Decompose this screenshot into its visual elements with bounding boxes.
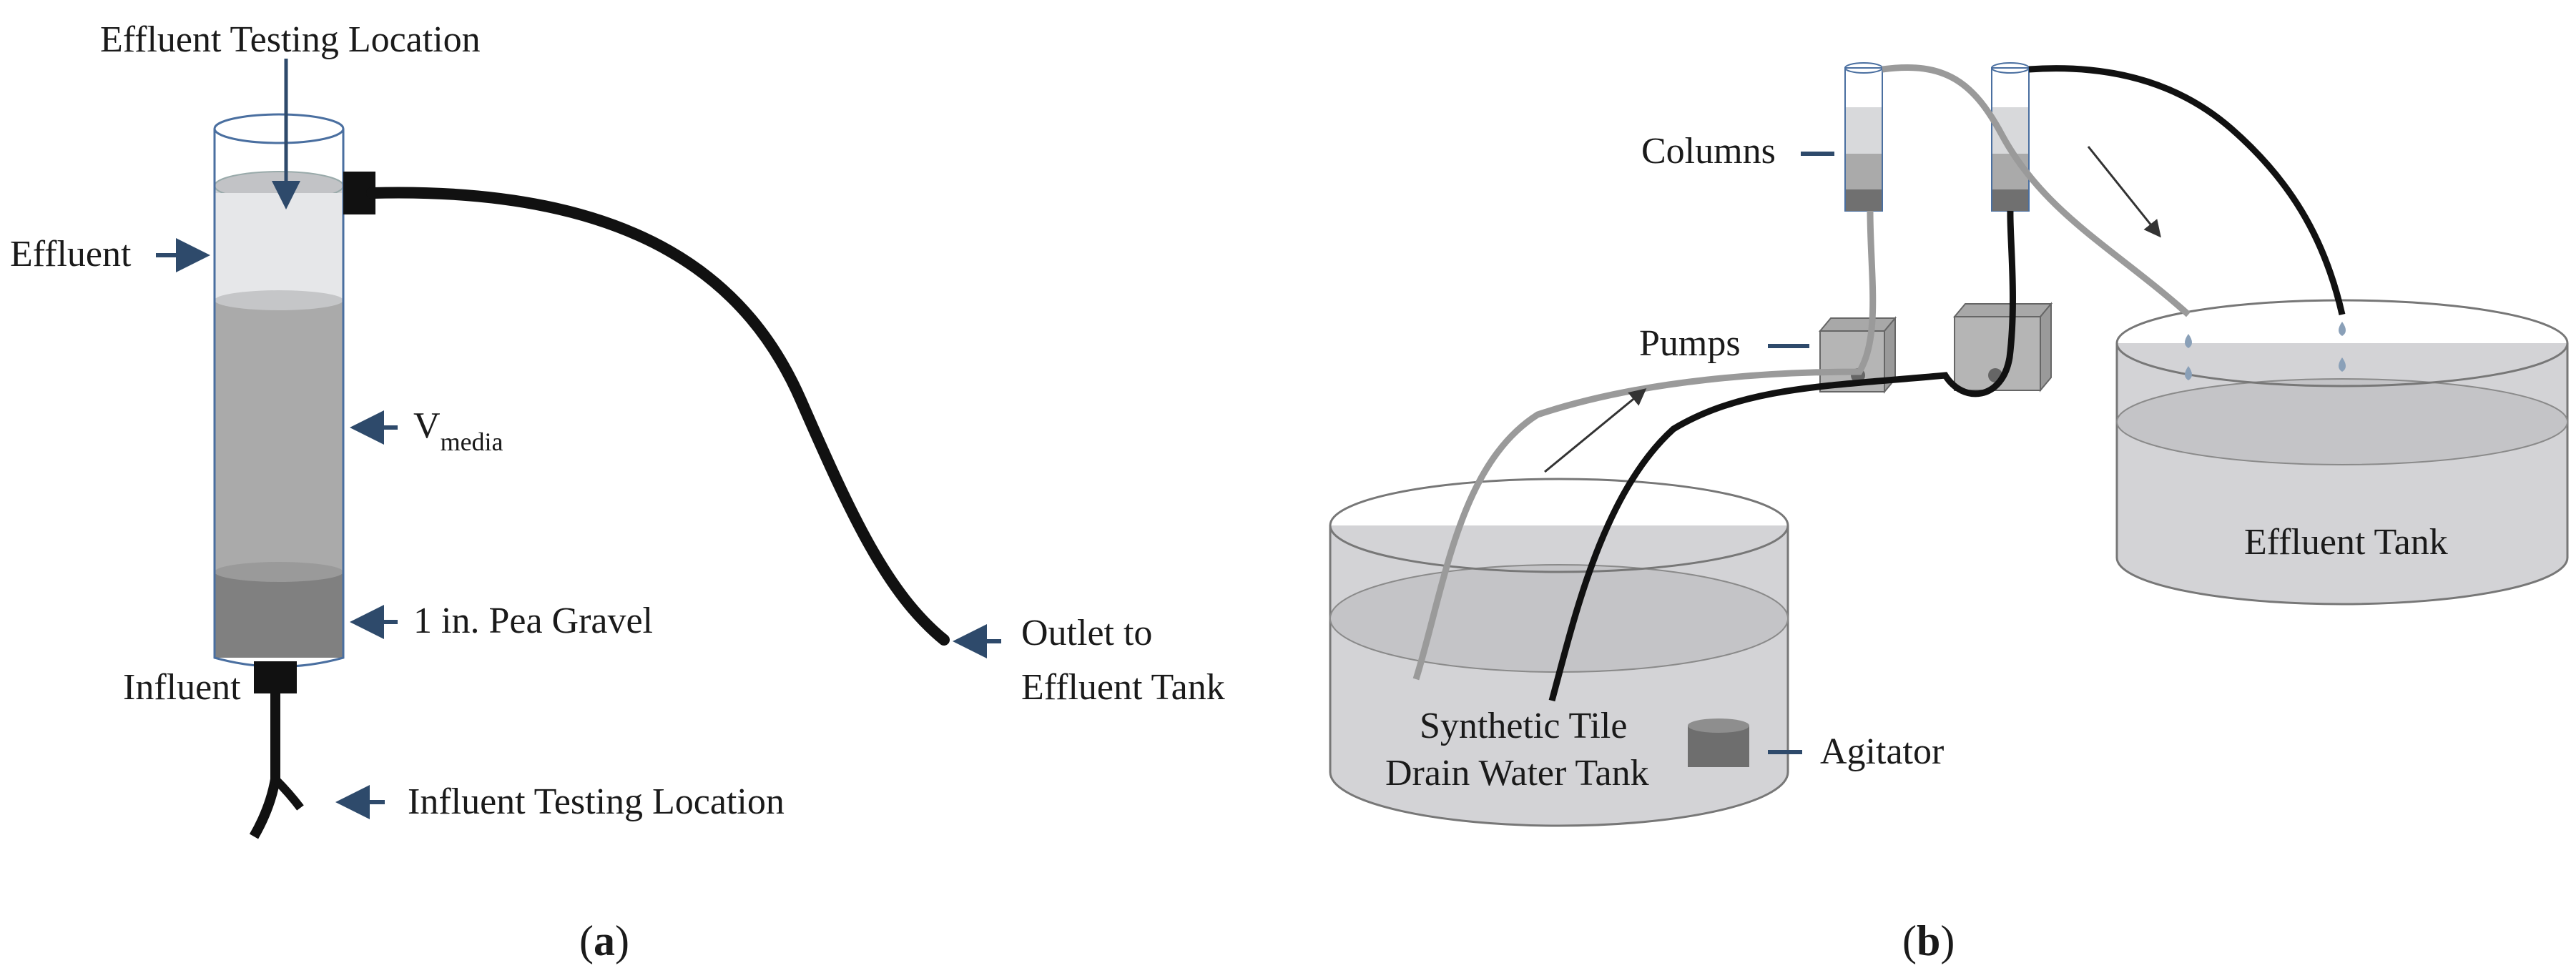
source-tank-rim	[1329, 478, 1789, 573]
column-b1-effluent	[1846, 107, 1882, 154]
black-feed-tube	[1548, 210, 2016, 702]
effluent-tank-rim	[2115, 299, 2569, 387]
drop	[2339, 357, 2346, 372]
drop	[2339, 322, 2346, 336]
flow-arrow-feed	[1544, 388, 1647, 473]
pump-1-top	[1818, 317, 1897, 332]
caption-a-open: (	[579, 917, 594, 964]
drop	[2185, 334, 2192, 348]
media-zone	[215, 300, 343, 572]
vmedia-label-main: V	[413, 405, 441, 446]
influent-label: Influent	[123, 667, 241, 708]
pump-2-top	[1952, 303, 2053, 317]
caption-b: (b)	[1902, 917, 1955, 964]
caption-a-close: )	[615, 917, 629, 964]
media-top	[215, 290, 343, 310]
influent-fitting	[254, 661, 297, 693]
agitator	[1688, 718, 1749, 767]
source-tank-label-line1: Synthetic Tile	[1420, 706, 1627, 746]
gravel-top	[215, 562, 343, 582]
column-b2-gravel	[1992, 189, 2028, 211]
pump-2-side	[2040, 302, 2052, 392]
pumps-label: Pumps	[1639, 323, 1741, 364]
source-tank-water	[1329, 564, 1789, 673]
agitator-label: Agitator	[1820, 731, 1944, 772]
column-b1-gravel	[1846, 189, 1882, 211]
caption-b-open: (	[1902, 917, 1917, 964]
caption-b-letter: b	[1917, 917, 1940, 964]
outlet-tube	[366, 187, 950, 646]
pea-gravel-label: 1 in. Pea Gravel	[413, 601, 653, 641]
columns-label: Columns	[1641, 131, 1776, 172]
source-tank-label-line2: Drain Water Tank	[1385, 753, 1649, 794]
gray-effluent-tube	[1882, 64, 2191, 317]
panel-a: Effluent Testing Location Effluent Vmedi…	[10, 19, 1225, 964]
effluent-testing-label: Effluent Testing Location	[100, 19, 481, 60]
caption-a: (a)	[579, 917, 629, 964]
effluent-tank-water	[2116, 378, 2568, 465]
influent-sample-port	[272, 776, 304, 811]
effluent-tank	[2115, 299, 2569, 606]
vmedia-label-sub: media	[441, 428, 503, 456]
influent-testing-label: Influent Testing Location	[408, 781, 785, 822]
caption-a-letter: a	[594, 917, 615, 964]
panel-b: Columns Pumps Effluent Tank Synthetic Ti…	[1329, 62, 2569, 964]
drop	[2185, 366, 2192, 380]
pump-2	[1952, 302, 2053, 392]
black-effluent-tube	[2028, 65, 2346, 315]
outlet-label-line2: Effluent Tank	[1021, 667, 1225, 708]
effluent-zone	[215, 193, 343, 300]
column-b2	[1991, 62, 2030, 212]
pea-gravel-zone	[215, 572, 343, 658]
flow-arrow-effluent	[2087, 146, 2161, 238]
column-rim	[213, 113, 345, 144]
agitator-top	[1688, 718, 1749, 733]
caption-b-close: )	[1940, 917, 1955, 964]
column-a	[213, 113, 345, 668]
vmedia-label: Vmedia	[413, 405, 503, 456]
column-b1	[1844, 62, 1883, 212]
outlet-label-line1: Outlet to	[1021, 613, 1152, 653]
column-b1-media	[1846, 154, 1882, 189]
influent-tube	[249, 690, 280, 839]
gray-feed-tube	[1412, 210, 1877, 681]
effluent-label: Effluent	[10, 234, 132, 275]
drops	[2185, 322, 2346, 380]
effluent-tank-label: Effluent Tank	[2244, 522, 2448, 563]
